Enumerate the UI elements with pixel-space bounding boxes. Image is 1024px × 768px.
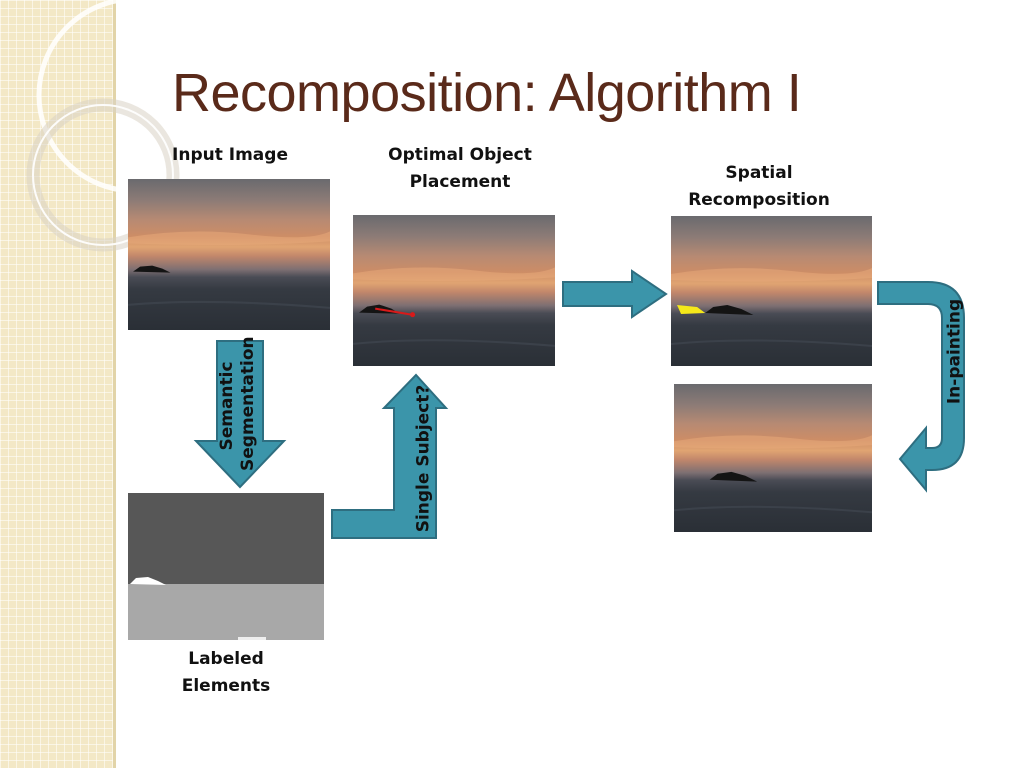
spatial-recomposition-label: Spatial Recomposition bbox=[674, 160, 844, 214]
input-image bbox=[128, 179, 330, 330]
placement-vector bbox=[375, 307, 412, 316]
island-shape bbox=[709, 471, 758, 482]
spatial-recomposition-image bbox=[671, 216, 872, 366]
spatial-recomposition-scene bbox=[671, 268, 872, 347]
inpainted-result-scene bbox=[674, 435, 872, 514]
optimal-placement-label-line1: Optimal Object bbox=[388, 145, 532, 165]
optimal-placement-label: Optimal Object Placement bbox=[370, 142, 550, 196]
segmentation-arrow-label-line2: Segmentation bbox=[238, 336, 258, 471]
inpainting-arrow-label: In-painting bbox=[944, 298, 965, 405]
inpainting-region-highlight bbox=[677, 305, 706, 314]
placement-to-recomposition-arrow bbox=[562, 269, 668, 319]
segmentation-island-region bbox=[130, 577, 166, 585]
single-subject-bent-arrow bbox=[331, 373, 449, 539]
segmentation-down-arrow bbox=[193, 340, 287, 489]
stripe-edge bbox=[113, 0, 116, 768]
segmentation-sky-region bbox=[128, 493, 324, 585]
island-shape bbox=[133, 265, 171, 273]
placement-marker-dot bbox=[410, 312, 416, 318]
spatial-recomposition-label-line2: Recomposition bbox=[688, 190, 830, 210]
segmentation-arrow-label: Semantic Segmentation bbox=[217, 336, 259, 471]
labeled-elements-label: Labeled Elements bbox=[156, 646, 296, 700]
inpainting-uturn-arrow bbox=[877, 281, 965, 493]
input-image-scene bbox=[128, 231, 330, 309]
island-shape bbox=[705, 305, 754, 315]
single-subject-arrow-label: Single Subject? bbox=[413, 384, 434, 533]
labeled-elements-image bbox=[128, 493, 324, 640]
segmentation-overlay bbox=[130, 577, 266, 640]
slide-title: Recomposition: Algorithm I bbox=[172, 63, 802, 123]
labeled-elements-label-line1: Labeled bbox=[188, 649, 264, 669]
optimal-placement-scene bbox=[353, 267, 555, 347]
segmentation-arrow-label-line1: Semantic bbox=[217, 361, 237, 451]
input-image-label: Input Image bbox=[172, 145, 288, 165]
inpainted-result-image bbox=[674, 384, 872, 532]
optimal-placement-label-line2: Placement bbox=[409, 172, 511, 192]
labeled-elements-label-line2: Elements bbox=[181, 676, 271, 696]
optimal-placement-image bbox=[353, 215, 555, 366]
spatial-recomposition-label-line1: Spatial bbox=[725, 163, 793, 183]
